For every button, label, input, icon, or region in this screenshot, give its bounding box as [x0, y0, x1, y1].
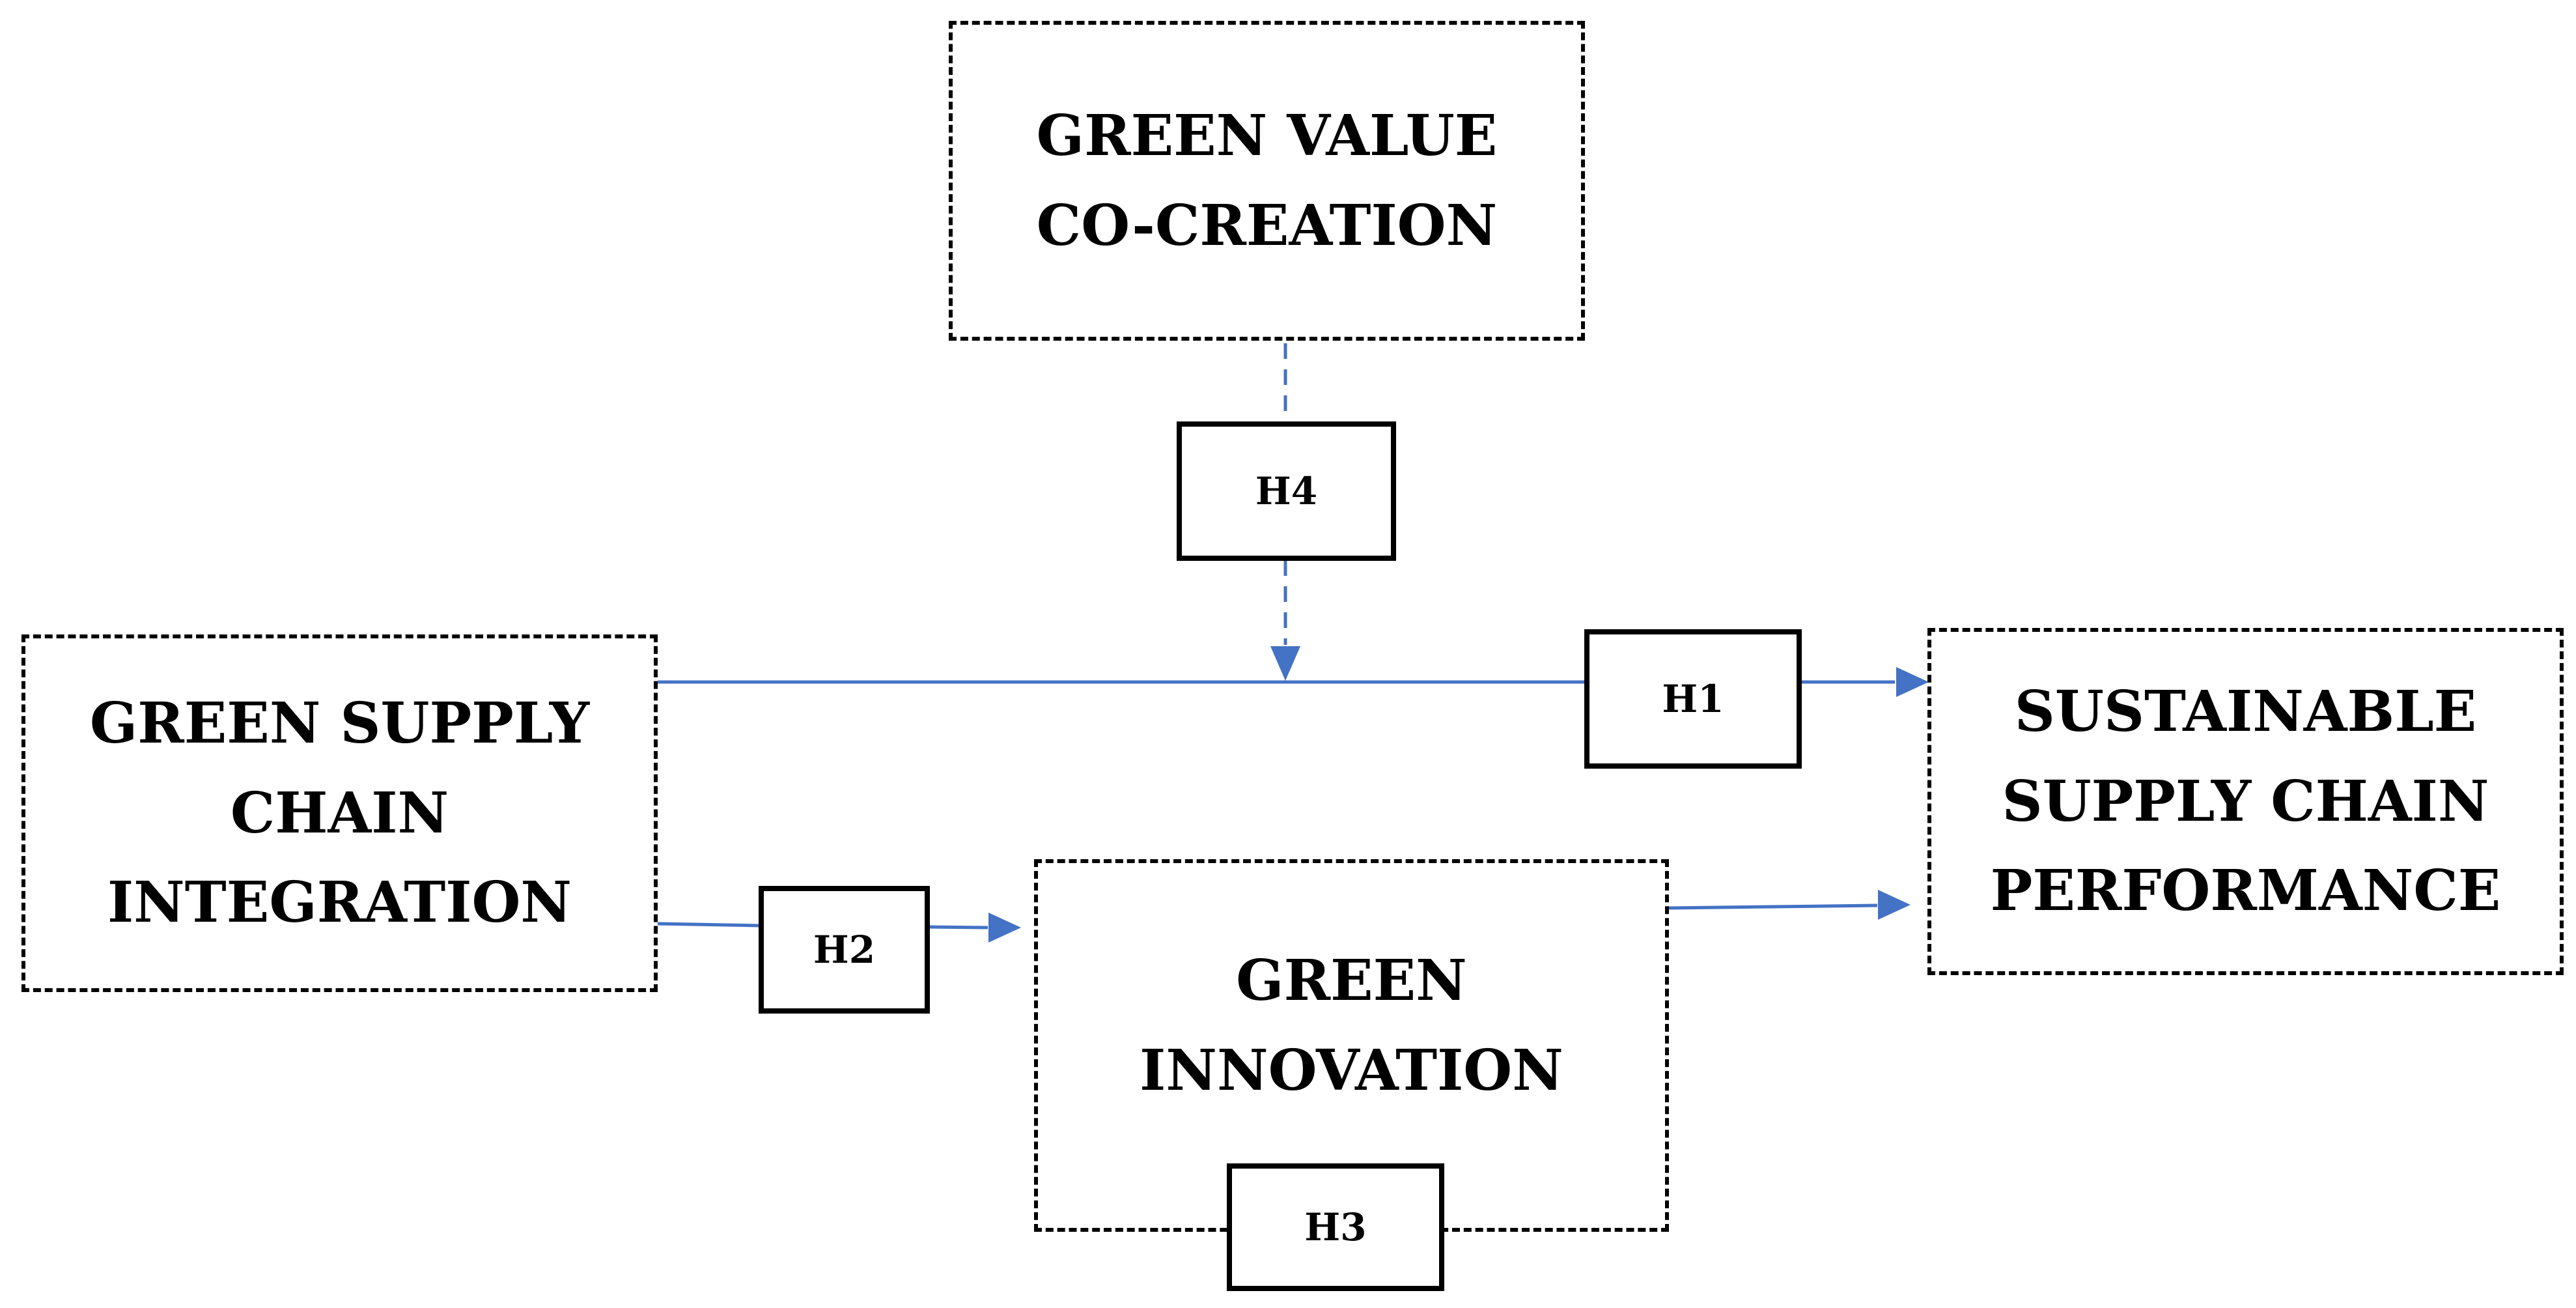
arrowhead-h1	[1896, 667, 1929, 697]
hypothesis-label: H3	[1304, 1205, 1367, 1249]
construct-label: SUSTAINABLE SUPPLY CHAIN PERFORMANCE	[1990, 679, 2501, 924]
construct-green-value-cocreation: GREEN VALUE CO-CREATION	[949, 21, 1585, 341]
hypothesis-label: H1	[1662, 677, 1724, 721]
path-gsci-to-h2-line	[656, 922, 761, 928]
hypothesis-h2-box: H2	[759, 886, 930, 1014]
hypothesis-h3-box: H3	[1227, 1163, 1444, 1291]
hypothesis-h1-box: H1	[1584, 629, 1802, 769]
arrowhead-h3	[1878, 890, 1911, 920]
construct-label: GREEN VALUE CO-CREATION	[1036, 102, 1498, 259]
construct-label: GREEN SUPPLY CHAIN INTEGRATION	[89, 690, 590, 936]
arrowhead-h4	[1270, 646, 1300, 681]
construct-label: GREEN INNOVATION	[1140, 948, 1563, 1103]
hypothesis-label: H4	[1255, 469, 1318, 513]
construct-sustainable-supply-chain-performance: SUSTAINABLE SUPPLY CHAIN PERFORMANCE	[1927, 628, 2564, 975]
hypothesis-label: H2	[813, 928, 876, 972]
construct-green-supply-chain-integration: GREEN SUPPLY CHAIN INTEGRATION	[21, 634, 658, 992]
hypothesis-h4-box: H4	[1177, 421, 1396, 561]
path-gi-to-sscp-line	[1666, 903, 1878, 910]
path-h2-to-gi-line	[927, 925, 988, 930]
arrowhead-h2	[988, 913, 1021, 943]
